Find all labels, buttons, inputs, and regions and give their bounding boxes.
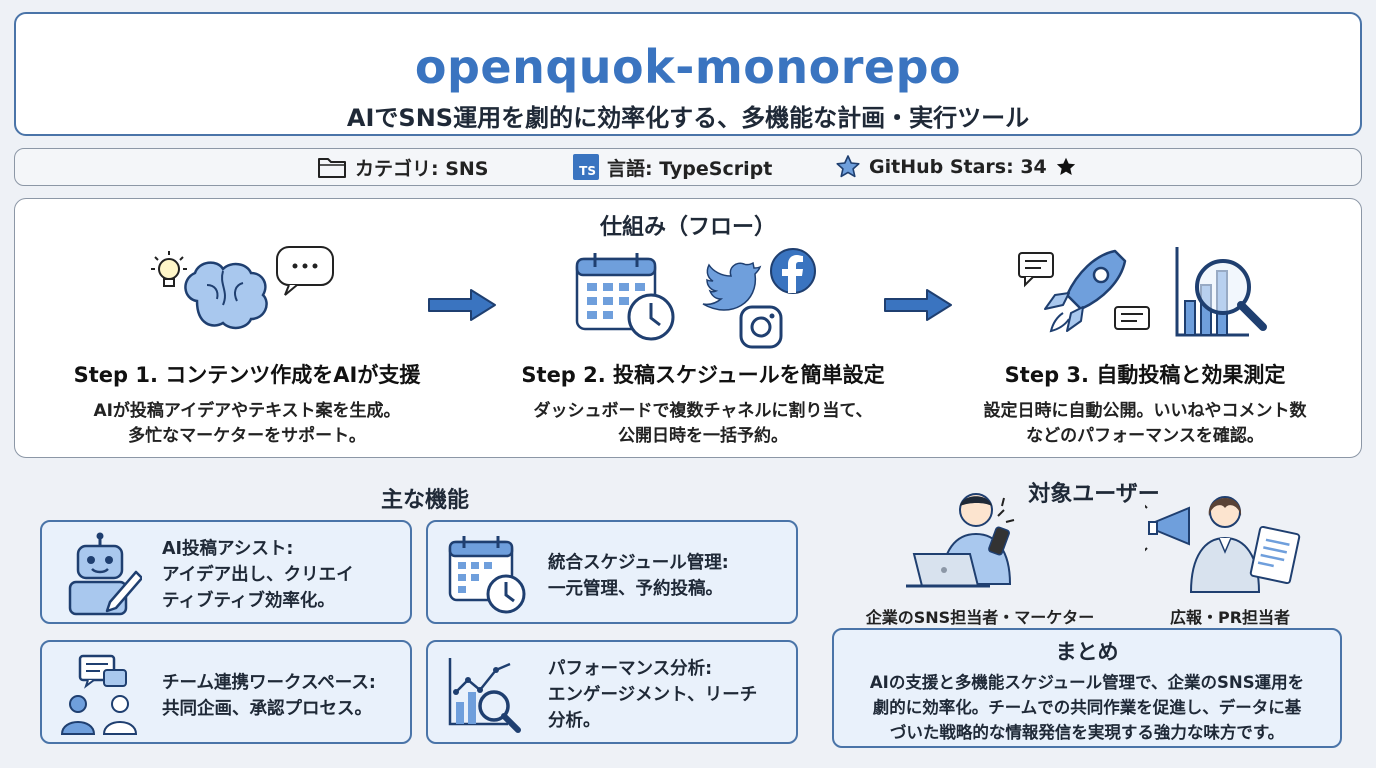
arrow-right-icon: [428, 289, 496, 321]
feature-card-text: AI投稿アシスト: アイデア出し、クリエイ ティブティブ効率化。: [162, 536, 400, 614]
summary-line: づいた戦略的な情報発信を実現する強力な味方です。: [889, 723, 1285, 742]
step-2-desc-line: ダッシュボードで複数チャネルに割り当て、: [533, 401, 873, 421]
feature-line: AI投稿アシスト:: [162, 539, 294, 559]
speech-bubble-icon: [276, 246, 334, 296]
meta-language: TS 言語: TypeScript: [573, 154, 772, 180]
meta-language-label: 言語: TypeScript: [607, 157, 773, 180]
summary-box: まとめ AIの支援と多機能スケジュール管理で、企業のSNS運用を 劇的に効率化。…: [832, 628, 1342, 748]
feature-card-schedule: 統合スケジュール管理: 一元管理、予約投稿。: [426, 520, 798, 624]
instagram-icon: [739, 305, 783, 349]
feature-card-team: チーム連携ワークスペース: 共同企画、承認プロセス。: [40, 640, 412, 744]
step-1-desc: AIが投稿アイデアやテキスト案を生成。 多忙なマーケターをサポート。: [37, 399, 457, 449]
meta-category: カテゴリ: SNS: [317, 154, 488, 180]
feature-card-analytics: パフォーマンス分析: エンゲージメント、リーチ 分析。: [426, 640, 798, 744]
pr-avatar: [1139, 496, 1301, 593]
calendar-clock-icon: [448, 536, 526, 614]
star-outline-icon: [836, 155, 860, 178]
feature-line: 一元管理、予約投稿。: [548, 579, 723, 599]
step-1-desc-line: 多忙なマーケターをサポート。: [128, 426, 366, 446]
summary-line: 劇的に効率化。チームでの共同作業を促進し、データに基: [872, 698, 1302, 717]
analytics-magnifier-icon: [448, 658, 521, 733]
feature-line: チーム連携ワークスペース:: [162, 673, 376, 693]
summary-title: まとめ: [1055, 640, 1119, 664]
step-2-title: Step 2. 投稿スケジュールを簡単設定: [521, 363, 885, 387]
page-title: openquok-monorepo: [414, 40, 962, 94]
calendar-clock-icon: [575, 253, 675, 341]
star-filled-icon: [1056, 157, 1075, 175]
step-3-desc-line: 設定日時に自動公開。いいねやコメント数: [983, 401, 1307, 421]
rocket-icon: [1044, 249, 1127, 333]
feature-line: エンゲージメント、リーチ: [548, 685, 758, 705]
feature-card-text: 統合スケジュール管理: 一元管理、予約投稿。: [548, 550, 786, 602]
step-3-title: Step 3. 自動投稿と効果測定: [1004, 363, 1286, 387]
feature-card-ai-assist: AI投稿アシスト: アイデア出し、クリエイ ティブティブ効率化。: [40, 520, 412, 624]
arrow-right-icon: [884, 289, 952, 321]
facebook-icon: [770, 248, 816, 294]
typescript-icon: TS: [573, 154, 599, 180]
step-2-desc: ダッシュボードで複数チャネルに割り当て、 公開日時を一括予約。: [493, 399, 913, 449]
users-title: 対象ユーザー: [1028, 482, 1160, 507]
user-marketer: 企業のSNS担当者・マーケター: [850, 488, 1110, 628]
feature-card-text: パフォーマンス分析: エンゲージメント、リーチ 分析。: [548, 656, 786, 734]
flow-panel: 仕組み（フロー） Step 1. コンテンツ作: [14, 198, 1362, 458]
flow-title: 仕組み（フロー）: [599, 215, 776, 240]
twitter-icon: [702, 261, 762, 311]
flow-step-1: Step 1. コンテンツ作成をAIが支援 AIが投稿アイデアやテキスト案を生成…: [37, 239, 457, 449]
summary-line: AIの支援と多機能スケジュール管理で、企業のSNS運用を: [869, 673, 1305, 692]
page-subtitle: AIでSNS運用を劇的に効率化する、多機能な計画・実行ツール: [346, 104, 1030, 132]
feature-line: パフォーマンス分析:: [548, 659, 713, 679]
brain-icon: [184, 261, 268, 330]
chat-small-icon: [1018, 252, 1054, 288]
robot-pen-icon: [68, 532, 142, 616]
chart-magnifier-icon: [1175, 247, 1267, 337]
step-1-title: Step 1. コンテンツ作成をAIが支援: [73, 363, 421, 387]
step-2-illustration: [493, 239, 913, 351]
feature-line: 統合スケジュール管理:: [548, 553, 729, 573]
meta-stars-label: GitHub Stars: 34: [869, 156, 1047, 178]
step-3-desc-line: などのパフォーマンスを確認。: [1026, 426, 1264, 446]
header-panel: openquok-monorepo AIでSNS運用を劇的に効率化する、多機能な…: [14, 12, 1362, 136]
team-chat-icon: [60, 654, 138, 735]
meta-bar: カテゴリ: SNS TS 言語: TypeScript GitHub Stars…: [14, 148, 1362, 186]
feature-line: アイデア出し、クリエイ: [162, 565, 354, 585]
chat-small-icon: [1114, 306, 1150, 330]
meta-stars: GitHub Stars: 34: [835, 154, 1077, 180]
feature-line: 共同企画、承認プロセス。: [162, 699, 372, 719]
flow-step-2: Step 2. 投稿スケジュールを簡単設定 ダッシュボードで複数チャネルに割り当…: [493, 239, 913, 449]
step-3-illustration: [935, 239, 1355, 351]
feature-line: 分析。: [548, 711, 601, 731]
user-marketer-label: 企業のSNS担当者・マーケター: [865, 608, 1095, 627]
marketer-avatar: [906, 493, 1015, 588]
features-title: 主な機能: [380, 488, 469, 513]
folder-icon: [318, 158, 346, 178]
step-2-desc-line: 公開日時を一括予約。: [618, 426, 788, 446]
step-3-desc: 設定日時に自動公開。いいねやコメント数 などのパフォーマンスを確認。: [935, 399, 1355, 449]
user-pr-label: 広報・PR担当者: [1169, 608, 1291, 627]
lightbulb-icon: [151, 251, 187, 287]
step-1-illustration: [37, 239, 457, 351]
flow-step-3: Step 3. 自動投稿と効果測定 設定日時に自動公開。いいねやコメント数 など…: [935, 239, 1355, 449]
feature-line: ティブティブ効率化。: [162, 591, 335, 611]
feature-card-text: チーム連携ワークスペース: 共同企画、承認プロセス。: [162, 670, 400, 722]
meta-category-label: カテゴリ: SNS: [355, 157, 489, 180]
step-1-desc-line: AIが投稿アイデアやテキスト案を生成。: [93, 401, 401, 421]
user-pr: 広報・PR担当者: [1130, 488, 1330, 628]
summary-text: AIの支援と多機能スケジュール管理で、企業のSNS運用を 劇的に効率化。チームで…: [834, 670, 1340, 745]
